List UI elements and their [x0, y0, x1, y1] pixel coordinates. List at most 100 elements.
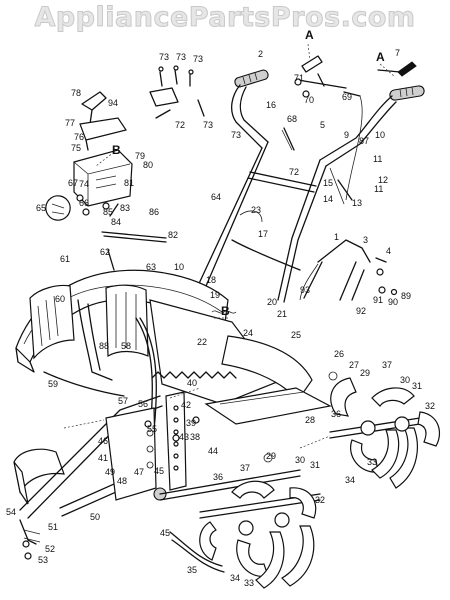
- callout-16: 16: [266, 100, 276, 110]
- callout-50: 50: [90, 512, 100, 522]
- callout-73e: 73: [231, 130, 241, 140]
- tines-rear: [328, 371, 441, 489]
- callout-82: 82: [168, 230, 178, 240]
- callout-40: 40: [187, 378, 197, 388]
- leader-lines: [63, 43, 395, 449]
- callout-74: 74: [79, 179, 89, 189]
- callout-51: 51: [48, 522, 58, 532]
- clutch-levers: [281, 55, 417, 205]
- callout-2: 2: [258, 49, 263, 59]
- callout-10: 10: [375, 130, 385, 140]
- callout-3: 3: [363, 235, 368, 245]
- callout-27: 27: [349, 360, 359, 370]
- callout-29: 29: [360, 368, 370, 378]
- callout-81: 81: [124, 178, 134, 188]
- tines-front: [169, 453, 321, 589]
- callout-73a: 73: [159, 52, 169, 62]
- tine-shield: [15, 269, 229, 397]
- callout-68: 68: [287, 114, 297, 124]
- callout-24: 24: [243, 328, 253, 338]
- hardware-top: [149, 65, 205, 119]
- callout-84: 84: [111, 217, 121, 227]
- callout-63: 63: [146, 262, 156, 272]
- section-mark-A1: A: [305, 28, 314, 42]
- callout-32a: 32: [425, 401, 435, 411]
- callout-4: 4: [386, 246, 391, 256]
- callout-35: 35: [187, 565, 197, 575]
- callout-38: 38: [190, 432, 200, 442]
- callout-45: 45: [154, 466, 164, 476]
- callout-53: 53: [38, 555, 48, 565]
- gearbox-assembly: [45, 91, 167, 271]
- callout-65: 65: [36, 203, 46, 213]
- callout-58: 58: [121, 341, 131, 351]
- callout-33b: 33: [244, 578, 254, 588]
- callout-69: 69: [342, 92, 352, 102]
- callout-48: 48: [117, 476, 127, 486]
- callout-25: 25: [291, 330, 301, 340]
- callout-73d: 73: [203, 120, 213, 130]
- callout-11a: 11: [373, 154, 382, 164]
- callout-55: 55: [147, 424, 157, 434]
- callout-22: 22: [197, 337, 207, 347]
- callout-54: 54: [6, 507, 16, 517]
- callout-11b: 11: [374, 184, 383, 194]
- deflector: [135, 299, 332, 431]
- callout-59: 59: [48, 379, 58, 389]
- callout-88: 88: [99, 341, 109, 351]
- callout-36a: 36: [331, 409, 341, 419]
- callout-20: 20: [267, 297, 277, 307]
- callout-77: 77: [65, 118, 75, 128]
- callout-70: 70: [304, 95, 314, 105]
- callout-32b: 32: [315, 495, 325, 505]
- callout-34a: 34: [345, 475, 355, 485]
- callout-86: 86: [149, 207, 159, 217]
- callout-91: 91: [373, 295, 383, 305]
- callout-7: 7: [395, 48, 400, 58]
- callout-45b: 45: [160, 528, 170, 538]
- callout-34b: 34: [230, 573, 240, 583]
- callout-80: 80: [143, 160, 153, 170]
- callout-61: 61: [60, 254, 70, 264]
- callout-94: 94: [108, 98, 118, 108]
- callout-9: 9: [344, 130, 349, 140]
- callout-31b: 31: [310, 460, 320, 470]
- callout-92: 92: [356, 306, 366, 316]
- callout-36b: 36: [213, 472, 223, 482]
- callout-72b: 72: [289, 167, 299, 177]
- watermark: AppliancePartsPros.com: [34, 2, 416, 34]
- cables: [299, 239, 398, 301]
- callout-57: 57: [118, 396, 128, 406]
- callout-87: 87: [359, 136, 369, 146]
- callout-66: 66: [79, 198, 89, 208]
- frame: [13, 391, 301, 560]
- callout-93: 93: [300, 285, 310, 295]
- callout-44: 44: [208, 446, 218, 456]
- callout-41: 41: [98, 453, 108, 463]
- callout-89: 89: [401, 291, 411, 301]
- callout-30a: 30: [400, 375, 410, 385]
- callout-73b: 73: [176, 52, 186, 62]
- callout-72a: 72: [175, 120, 185, 130]
- callout-76: 76: [74, 132, 84, 142]
- callout-83: 83: [120, 203, 130, 213]
- callout-12: 12: [378, 175, 388, 185]
- callout-21: 21: [277, 309, 287, 319]
- callout-90: 90: [388, 297, 398, 307]
- callout-37b: 37: [240, 463, 250, 473]
- callout-30b: 30: [295, 455, 305, 465]
- callout-43: 43: [179, 432, 189, 442]
- callout-64: 64: [211, 192, 221, 202]
- callout-73c: 73: [193, 54, 203, 64]
- section-mark-A2: A: [376, 50, 385, 64]
- callout-5: 5: [320, 120, 325, 130]
- callout-33a: 33: [367, 457, 377, 467]
- callout-29b: 29: [266, 451, 276, 461]
- callout-19: 19: [210, 290, 220, 300]
- handlebar: [195, 69, 425, 303]
- callout-46: 46: [98, 436, 108, 446]
- callout-60: 60: [55, 294, 65, 304]
